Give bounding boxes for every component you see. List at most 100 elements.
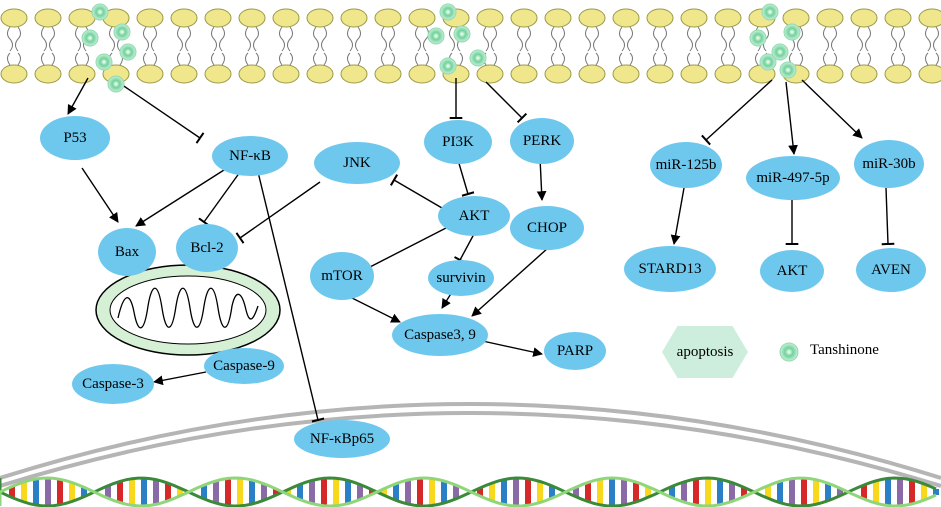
dna-base-pair (525, 478, 531, 506)
dna-base-pair (357, 484, 363, 500)
edge-membrane-p53 (67, 77, 89, 115)
dna-base-pair (81, 487, 87, 497)
edge-chop-caspase39 (471, 247, 549, 317)
lipid-head-top (170, 8, 198, 28)
dna-base-pair (33, 478, 39, 506)
lipid-tail (823, 26, 837, 66)
dna-base-pair (621, 478, 627, 506)
dna-helix (0, 476, 939, 507)
dna-base-pair (645, 486, 651, 498)
dna-base-pair (309, 480, 315, 504)
node-stard13: STARD13 (624, 246, 716, 292)
dna-base-pair (741, 487, 747, 497)
tanshinone-icon (113, 23, 131, 41)
nuclear-envelope-outer (0, 402, 941, 480)
nuclear-envelope-inner (0, 411, 941, 488)
node-bax: Bax (98, 228, 156, 276)
edge-nfkb-bax (135, 169, 225, 227)
legend-tanshinone-label: Tanshinone (810, 342, 879, 358)
dna-base-pair (57, 479, 63, 505)
lipid-head-top (238, 8, 266, 28)
node-akt-center: AKT (438, 196, 510, 236)
dna-base-pair (909, 480, 915, 504)
dna-base-pair (381, 488, 387, 496)
dna-base-pair (393, 483, 399, 501)
legend-apoptosis-hexagon: apoptosis (662, 326, 748, 378)
dna-base-pair (285, 489, 291, 495)
dna-base-pair (249, 480, 255, 504)
lipid-head-bottom (850, 64, 878, 84)
lipid-head-bottom (34, 64, 62, 84)
dna-base-pair (681, 481, 687, 503)
lipid-tail (415, 26, 429, 66)
dna-base-pair (669, 486, 675, 498)
tanshinone-icon (119, 43, 137, 61)
dna-base-pair (597, 479, 603, 505)
dna-base-pair (705, 478, 711, 506)
lipid-head-top (0, 8, 28, 28)
lipid-head-bottom (170, 64, 198, 84)
lipid-head-top (884, 8, 912, 28)
lipid-head-top (680, 8, 708, 28)
lipid-head-top (340, 8, 368, 28)
dna-base-pair (21, 481, 27, 503)
lipid-head-top (374, 8, 402, 28)
dna-base-pair (333, 478, 339, 506)
node-caspase3: Caspase-3 (72, 364, 154, 404)
lipid-head-bottom (544, 64, 572, 84)
dna-base-pair (225, 478, 231, 506)
edge-membrane-mir30b (801, 79, 863, 139)
dna-base-pair (153, 479, 159, 505)
lipid-tail (347, 26, 361, 66)
dna-base-pair (717, 479, 723, 505)
lipid-head-bottom (238, 64, 266, 84)
node-chop: CHOP (510, 206, 584, 250)
tanshinone-icon (95, 53, 113, 71)
lipid-head-top (272, 8, 300, 28)
edge-membrane-perk (485, 81, 528, 124)
dna-strand (0, 476, 937, 507)
dna-base-pair (549, 485, 555, 499)
lipid-head-bottom (272, 64, 300, 84)
edge-nfkb-bcl2 (198, 171, 241, 227)
lipid-head-bottom (578, 64, 606, 84)
node-p53: P53 (40, 116, 110, 160)
dna-base-pair (213, 480, 219, 504)
lipid-head-bottom (646, 64, 674, 84)
edge-nfkb-nfkbp65 (257, 171, 325, 423)
lipid-head-top (68, 8, 96, 28)
edge-perk-chop (536, 157, 547, 201)
dna-base-pair (609, 478, 615, 506)
cell-membrane (0, 8, 941, 84)
dna-base-pair (777, 481, 783, 503)
dna-base-pair (321, 478, 327, 506)
node-mtor: mTOR (310, 252, 374, 300)
lipid-head-bottom (306, 64, 334, 84)
lipid-tail (857, 26, 871, 66)
lipid-tail (381, 26, 395, 66)
node-caspase39: Caspase3, 9 (392, 314, 488, 356)
dna-base-pair (873, 480, 879, 504)
dna-base-pair (9, 486, 15, 498)
lipid-tail (551, 26, 565, 66)
edge-caspase9-caspase3 (153, 371, 207, 386)
node-akt-right: AKT (760, 250, 824, 292)
lipid-tail (925, 26, 939, 66)
tanshinone-icon (91, 3, 109, 21)
edge-membrane-mir497 (785, 81, 798, 155)
lipid-head-bottom (476, 64, 504, 84)
lipid-head-top (476, 8, 504, 28)
node-nfkbp65: NF-κBp65 (294, 420, 390, 458)
tanshinone-icon (81, 29, 99, 47)
dna-base-pair (933, 489, 939, 495)
edge-mir30b-aven (881, 187, 895, 246)
lipid-head-bottom (408, 64, 436, 84)
dna-base-pair (897, 478, 903, 506)
dna-base-pair (837, 488, 843, 496)
dna-base-pair (729, 482, 735, 502)
lipid-head-top (646, 8, 674, 28)
lipid-tail (177, 26, 191, 66)
tanshinone-icon (439, 3, 457, 21)
tanshinone-icon (759, 53, 777, 71)
dna-base-pair (573, 487, 579, 497)
